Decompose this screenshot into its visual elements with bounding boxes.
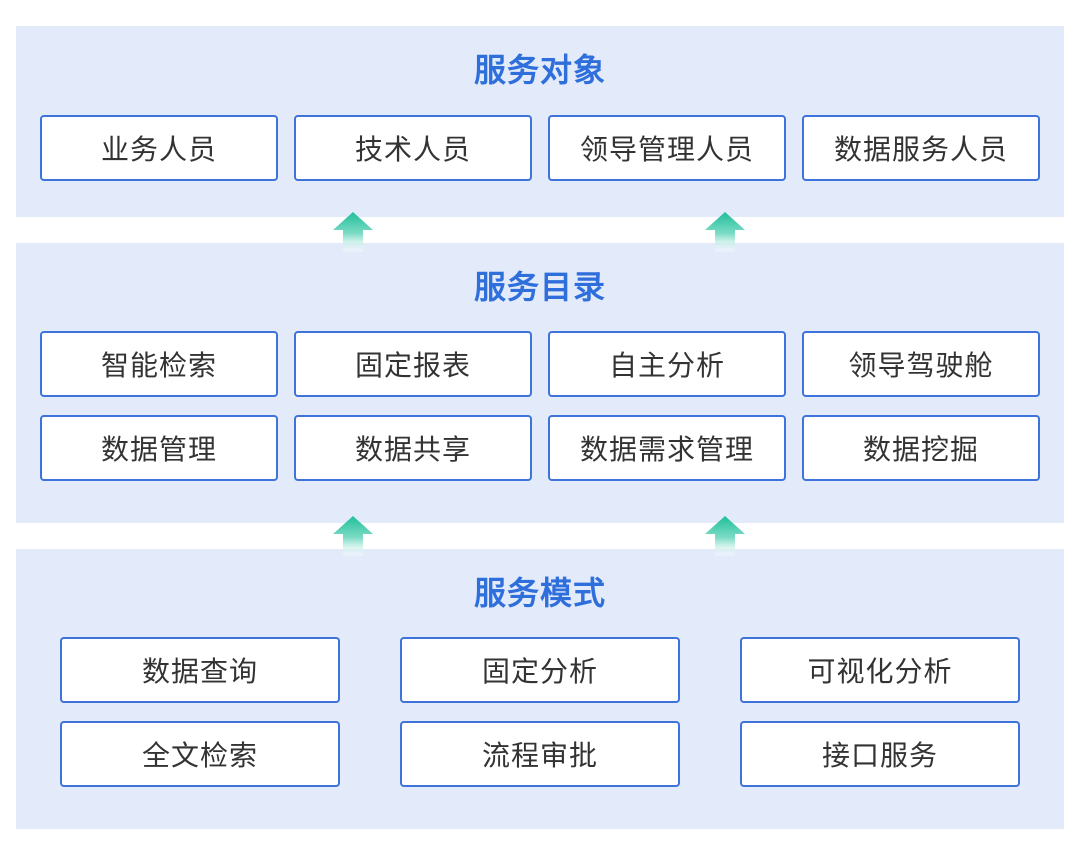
service-modes-panel: 服务模式 数据查询 固定分析 可视化分析 全文检索 流程审批 接口服务 xyxy=(16,549,1064,829)
up-arrow-icon xyxy=(705,212,745,252)
service-catalog-grid: 智能检索 固定报表 自主分析 领导驾驶舱 数据管理 数据共享 数据需求管理 数据… xyxy=(40,331,1040,481)
service-catalog-item: 数据挖掘 xyxy=(802,415,1040,481)
service-mode-item: 接口服务 xyxy=(740,721,1020,787)
service-catalog-item: 数据管理 xyxy=(40,415,278,481)
up-arrow-icon xyxy=(705,516,745,556)
service-modes-grid: 数据查询 固定分析 可视化分析 全文检索 流程审批 接口服务 xyxy=(60,637,1020,787)
service-mode-item: 可视化分析 xyxy=(740,637,1020,703)
service-catalog-item: 数据需求管理 xyxy=(548,415,786,481)
up-arrow-icon xyxy=(333,212,373,252)
service-object-item: 技术人员 xyxy=(294,115,532,181)
service-catalog-panel: 服务目录 智能检索 固定报表 自主分析 领导驾驶舱 数据管理 数据共享 数据需求… xyxy=(16,243,1064,523)
service-catalog-title: 服务目录 xyxy=(473,268,606,306)
service-catalog-item: 自主分析 xyxy=(548,331,786,397)
service-mode-item: 流程审批 xyxy=(400,721,680,787)
service-object-item: 领导管理人员 xyxy=(548,115,786,181)
service-catalog-item: 智能检索 xyxy=(40,331,278,397)
service-modes-title: 服务模式 xyxy=(473,574,606,612)
up-arrow-icon xyxy=(333,516,373,556)
service-objects-grid: 业务人员 技术人员 领导管理人员 数据服务人员 xyxy=(40,115,1040,181)
service-mode-item: 数据查询 xyxy=(60,637,340,703)
service-objects-panel: 服务对象 业务人员 技术人员 领导管理人员 数据服务人员 xyxy=(16,26,1064,217)
service-object-item: 数据服务人员 xyxy=(802,115,1040,181)
service-catalog-item: 数据共享 xyxy=(294,415,532,481)
service-catalog-item: 领导驾驶舱 xyxy=(802,331,1040,397)
service-catalog-item: 固定报表 xyxy=(294,331,532,397)
service-object-item: 业务人员 xyxy=(40,115,278,181)
service-objects-title: 服务对象 xyxy=(473,51,606,89)
service-mode-item: 固定分析 xyxy=(400,637,680,703)
service-mode-item: 全文检索 xyxy=(60,721,340,787)
